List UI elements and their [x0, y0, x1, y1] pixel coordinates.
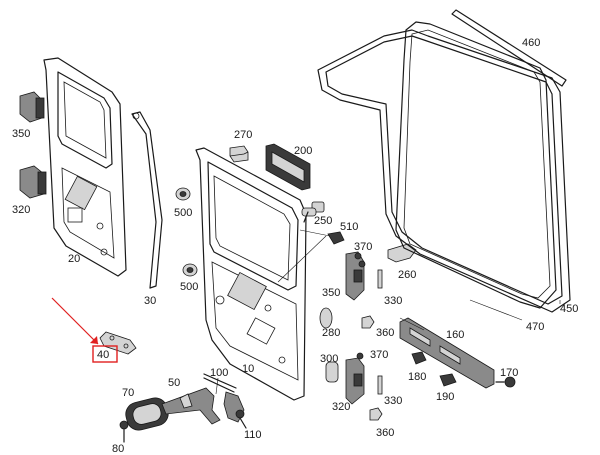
license-light-200[interactable] — [265, 143, 311, 191]
highlight-arrow — [51, 297, 99, 345]
cap-300[interactable] — [325, 361, 339, 383]
left-door-panel[interactable] — [43, 57, 127, 277]
label-160: 160 — [446, 329, 464, 341]
lever-260[interactable] — [387, 243, 417, 263]
screw-370-upper[interactable] — [354, 252, 366, 268]
door-seal-450[interactable] — [317, 29, 571, 313]
label-500-upper: 500 — [174, 207, 192, 219]
center-door-panel[interactable] — [195, 147, 307, 401]
hinge-350-left[interactable] — [19, 91, 45, 123]
hinge-320-right[interactable] — [345, 357, 365, 405]
trim-bar-160[interactable] — [399, 317, 495, 389]
button-250[interactable] — [301, 201, 325, 223]
bolt-170[interactable] — [495, 376, 516, 388]
label-300: 300 — [320, 353, 338, 365]
label-180: 180 — [408, 371, 426, 383]
label-510: 510 — [340, 221, 358, 233]
bracket-40[interactable] — [99, 331, 137, 355]
label-110: 110 — [244, 429, 262, 441]
hinge-320-left[interactable] — [19, 165, 47, 199]
highlight-box-40 — [92, 345, 118, 363]
label-40: 40 — [97, 349, 109, 361]
clip-510[interactable] — [327, 231, 345, 245]
leader-lines — [215, 229, 561, 395]
clip-180[interactable] — [411, 351, 427, 365]
label-460: 460 — [522, 37, 540, 49]
callout-labels: 350 320 20 30 40 70 50 80 100 10 110 500… — [12, 37, 578, 455]
label-350-left: 350 — [12, 128, 30, 140]
label-280: 280 — [322, 327, 340, 339]
clip-190[interactable] — [439, 373, 457, 387]
label-190: 190 — [436, 391, 454, 403]
label-450: 450 — [560, 303, 578, 315]
handle-70[interactable] — [123, 395, 171, 432]
screw-80[interactable] — [119, 420, 129, 443]
label-30: 30 — [144, 295, 156, 307]
label-470: 470 — [526, 321, 544, 333]
label-100: 100 — [210, 367, 228, 379]
nut-360-lower[interactable] — [369, 407, 383, 421]
label-70: 70 — [122, 387, 134, 399]
label-370-upper: 370 — [354, 241, 372, 253]
bolt-110[interactable] — [235, 409, 247, 429]
label-20: 20 — [68, 253, 80, 265]
screw-370-lower[interactable] — [356, 352, 364, 360]
grommet-500-upper[interactable] — [175, 187, 191, 201]
label-270: 270 — [234, 129, 252, 141]
bumper-280[interactable] — [319, 307, 333, 329]
pin-330-lower[interactable] — [377, 375, 383, 395]
nut-360-upper[interactable] — [361, 315, 375, 329]
label-260: 260 — [398, 269, 416, 281]
label-350-right: 350 — [322, 287, 340, 299]
hinge-350-right[interactable] — [345, 251, 365, 301]
label-500-lower: 500 — [180, 281, 198, 293]
pin-330-upper[interactable] — [377, 269, 383, 289]
seal-strip-460[interactable] — [451, 9, 567, 87]
label-360-upper: 360 — [376, 327, 394, 339]
door-seal-470[interactable] — [395, 21, 557, 309]
door-seal-strip-30[interactable] — [131, 111, 163, 289]
label-10: 10 — [242, 363, 254, 375]
label-370-lower: 370 — [370, 349, 388, 361]
label-80: 80 — [112, 443, 124, 455]
label-170: 170 — [500, 367, 518, 379]
label-200: 200 — [294, 145, 312, 157]
label-320-left: 320 — [12, 204, 30, 216]
check-strap-50[interactable] — [161, 387, 221, 425]
label-330-lower: 330 — [384, 395, 402, 407]
label-330-upper: 330 — [384, 295, 402, 307]
label-250: 250 — [314, 215, 332, 227]
label-360-lower: 360 — [376, 427, 394, 439]
clip-270[interactable] — [229, 145, 249, 163]
grommet-500-lower[interactable] — [182, 263, 198, 277]
label-320-right: 320 — [332, 401, 350, 413]
label-50: 50 — [168, 377, 180, 389]
